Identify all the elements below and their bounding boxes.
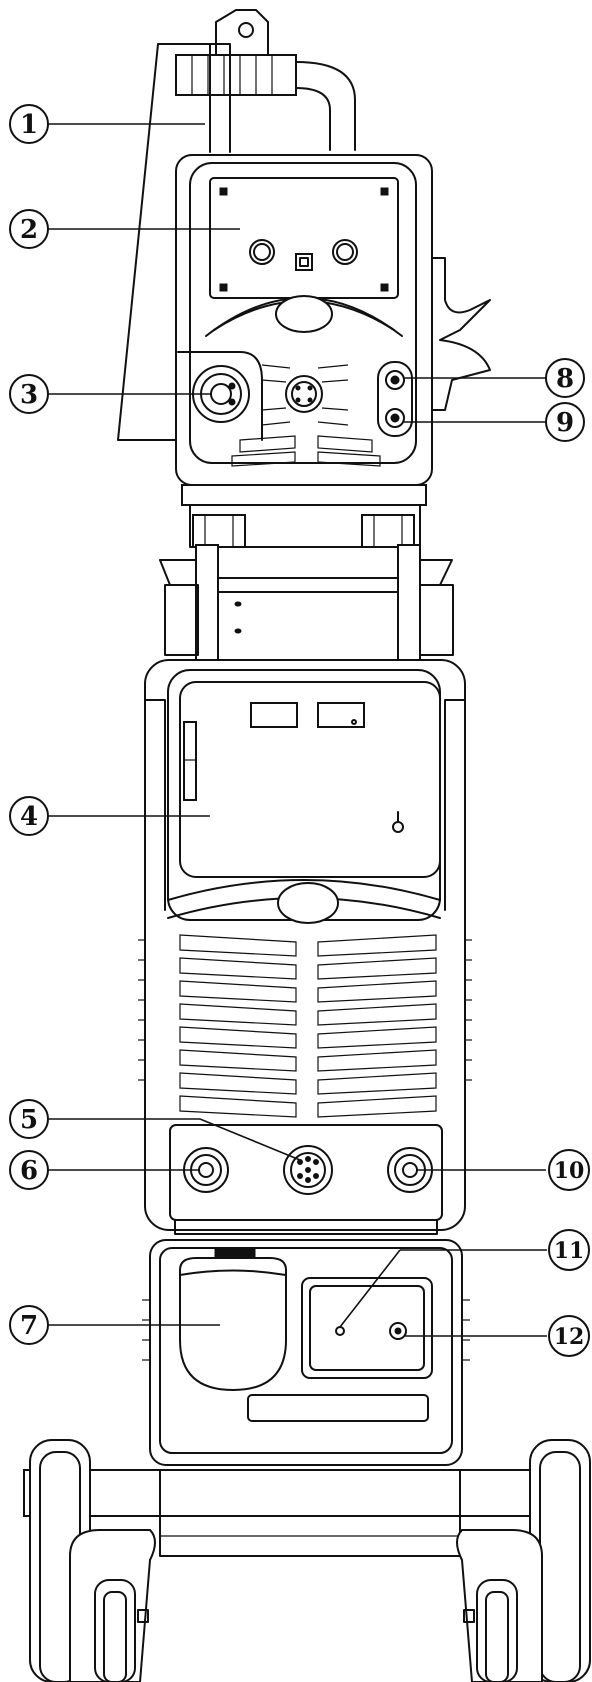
callout-label-12: 12: [554, 1324, 585, 1350]
callout-label-5: 5: [20, 1105, 38, 1135]
callout-label-9: 9: [556, 408, 574, 438]
callout-circle-9: [545, 402, 585, 442]
callout-label-8: 8: [556, 364, 574, 394]
callout-label-10: 10: [554, 1158, 585, 1184]
callout-circle-5: [9, 1099, 49, 1139]
callout-circle-8: [545, 358, 585, 398]
power-source-unit: [138, 659, 472, 1235]
callout-circle-10: [548, 1149, 590, 1191]
cart-base: [23, 1439, 591, 1682]
callout-circle-7: [9, 1305, 49, 1345]
callout-label-11: 11: [554, 1238, 585, 1264]
callouts: 1 2 3 4 5 6 7 8 9 10: [9, 104, 590, 1357]
wire-feeder-unit: [117, 9, 491, 548]
callout-label-3: 3: [20, 380, 38, 410]
callout-label-1: 1: [20, 110, 38, 140]
trolley-frame: [159, 544, 454, 666]
callout-circle-11: [548, 1229, 590, 1271]
callout-label-6: 6: [20, 1156, 38, 1186]
callout-label-7: 7: [20, 1311, 38, 1341]
callout-circle-4: [9, 796, 49, 836]
callout-circle-12: [548, 1315, 590, 1357]
callout-circle-2: [9, 209, 49, 249]
callout-circle-3: [9, 374, 49, 414]
water-cooler-unit: [142, 1239, 470, 1466]
callout-label-2: 2: [20, 215, 38, 245]
callout-circle-1: [9, 104, 49, 144]
callout-label-4: 4: [20, 802, 38, 832]
cooling-louvres: [179, 934, 437, 1118]
callout-circle-6: [9, 1150, 49, 1190]
